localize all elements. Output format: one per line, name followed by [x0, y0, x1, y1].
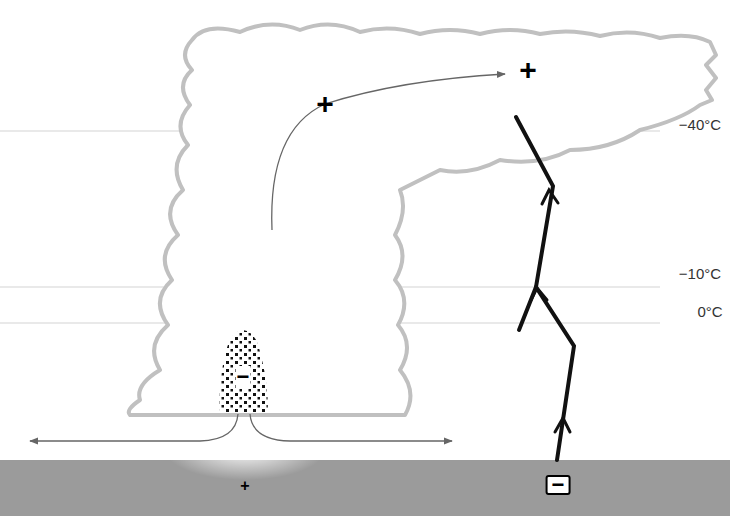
ground — [0, 460, 730, 516]
outflow-arrow — [30, 414, 238, 441]
cloud-outline — [129, 24, 716, 415]
precipitation-shaft — [215, 326, 275, 416]
temperature-label: −40°C — [679, 117, 721, 132]
updraft-arrow — [272, 74, 505, 230]
charge-sign: + — [240, 478, 249, 494]
charge-sign: − — [236, 366, 251, 388]
lightning-bolt — [516, 117, 574, 460]
charge-sign: + — [316, 89, 334, 119]
temperature-label: 0°C — [697, 304, 722, 319]
temperature-label: −10°C — [679, 266, 721, 281]
downdraft-glow — [165, 420, 325, 480]
charge-sign: + — [519, 55, 537, 85]
charge-sign: − — [546, 475, 571, 495]
outflow-arrow — [250, 414, 452, 441]
